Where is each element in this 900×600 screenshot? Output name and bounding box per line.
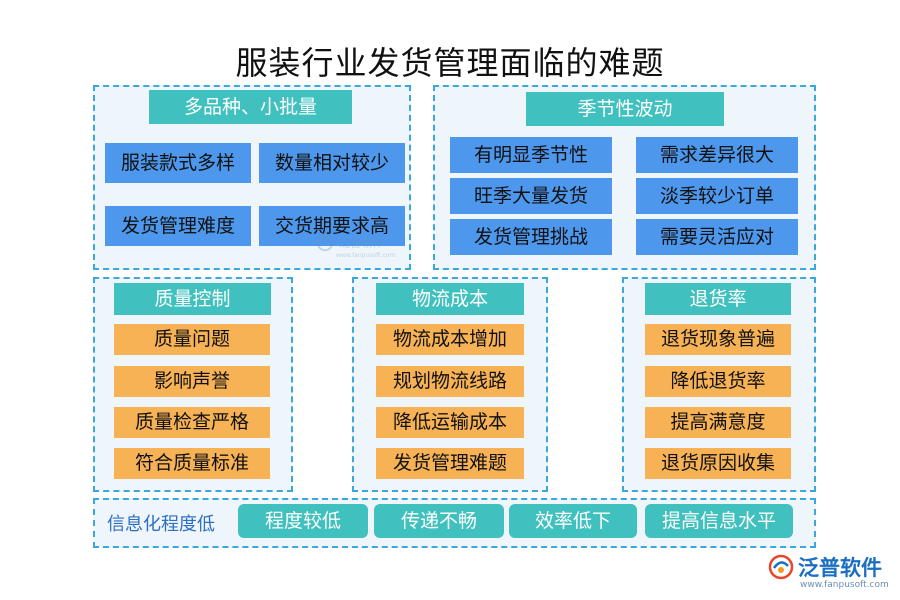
watermark-name: 泛普软件 xyxy=(339,236,384,250)
info-item: 效率低下 xyxy=(509,504,637,538)
panel-quality-header: 质量控制 xyxy=(114,283,271,315)
fanpu-logo-icon xyxy=(768,554,794,580)
quality-item: 符合质量标准 xyxy=(114,448,270,479)
variety-item: 交货期要求高 xyxy=(259,206,405,246)
returns-item: 退货原因收集 xyxy=(645,448,791,479)
quality-item: 质量问题 xyxy=(114,324,270,355)
panel-returns-header: 退货率 xyxy=(645,283,791,315)
panel-season-header: 季节性波动 xyxy=(526,92,724,126)
season-item: 旺季大量发货 xyxy=(450,178,612,214)
panel-logistics-header: 物流成本 xyxy=(376,283,524,315)
brand-logo: 泛普软件 xyxy=(768,552,882,582)
logistics-item: 发货管理难题 xyxy=(376,448,524,479)
season-item: 需求差异很大 xyxy=(636,137,798,173)
season-item: 有明显季节性 xyxy=(450,137,612,173)
watermark: 泛普软件 www.fanpusoft.com xyxy=(316,232,395,259)
returns-item: 提高满意度 xyxy=(645,407,791,438)
variety-item: 服装款式多样 xyxy=(105,143,251,183)
returns-item: 降低退货率 xyxy=(645,366,791,397)
season-item: 发货管理挑战 xyxy=(450,219,612,255)
info-label: 信息化程度低 xyxy=(107,514,215,535)
fanpu-logo-icon xyxy=(316,234,334,251)
returns-item: 退货现象普遍 xyxy=(645,324,791,355)
variety-item: 数量相对较少 xyxy=(259,143,405,183)
info-item: 提高信息水平 xyxy=(645,504,793,538)
page-title: 服装行业发货管理面临的难题 xyxy=(235,44,665,82)
logistics-item: 降低运输成本 xyxy=(376,407,524,438)
season-item: 需要灵活应对 xyxy=(636,219,798,255)
brand-name: 泛普软件 xyxy=(798,556,882,580)
watermark-url: www.fanpusoft.com xyxy=(336,251,396,259)
variety-item: 发货管理难度 xyxy=(105,206,251,246)
logistics-item: 规划物流线路 xyxy=(376,366,524,397)
season-item: 淡季较少订单 xyxy=(636,178,798,214)
info-item: 程度较低 xyxy=(238,504,368,538)
info-item: 传递不畅 xyxy=(374,504,504,538)
quality-item: 质量检查严格 xyxy=(114,407,270,438)
brand-url: www.fanpusoft.com xyxy=(800,580,889,590)
quality-item: 影响声誉 xyxy=(114,366,270,397)
panel-variety-header: 多品种、小批量 xyxy=(149,90,352,124)
logistics-item: 物流成本增加 xyxy=(376,324,524,355)
